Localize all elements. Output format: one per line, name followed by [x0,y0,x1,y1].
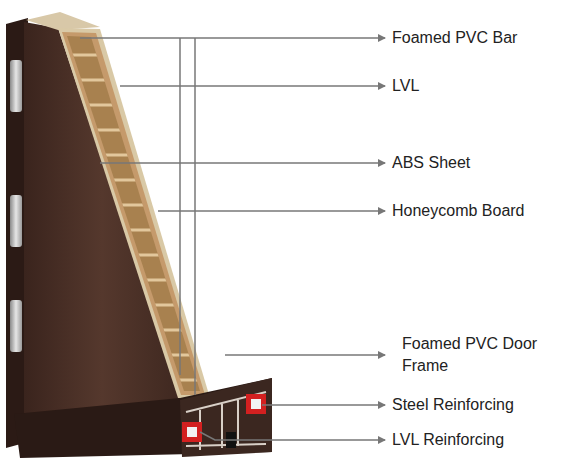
part-label: LVL [392,75,577,97]
honeycomb-cells [0,55,300,380]
hinge [10,195,22,247]
part-label: Steel Reinforcing [392,394,577,416]
reinforcing-core [251,399,261,409]
door-frame [14,378,272,458]
reinforcing-block [246,394,266,414]
cut-section [58,28,210,398]
leader-lines [80,38,385,440]
part-label: LVL Reinforcing [392,429,577,451]
top-cap [26,12,100,30]
part-label: ABS Sheet [392,152,577,174]
hinge [10,300,22,352]
frame-profile [180,378,272,457]
reinforcing-core [187,427,197,437]
part-label: Foamed PVC Door Frame [402,333,562,377]
part-label: Foamed PVC Bar [392,27,577,49]
honeycomb-core [67,36,200,391]
part-label: Honeycomb Board [392,200,577,222]
reinforcing-block [182,422,202,442]
hinge [10,60,22,112]
